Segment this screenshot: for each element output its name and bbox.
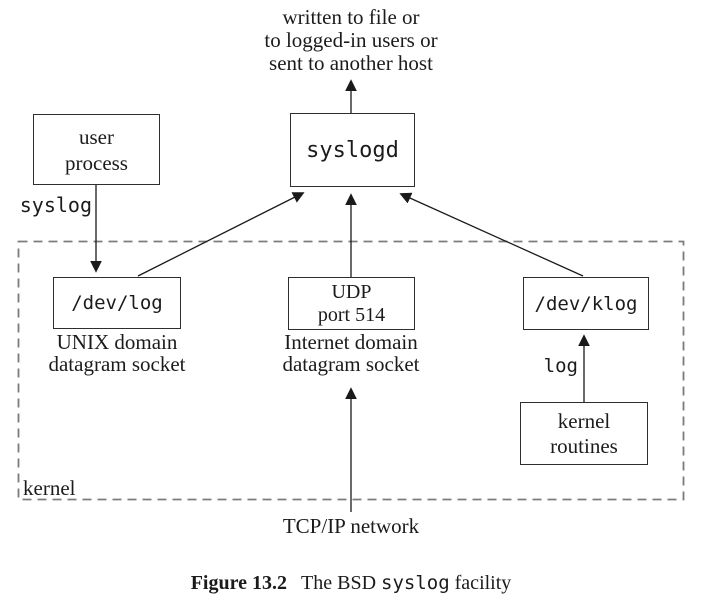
user-process-label-line2: process: [65, 150, 128, 175]
syslogd-label: syslogd: [306, 137, 399, 163]
unix-socket-line2: datagram socket: [48, 352, 186, 376]
dev-klog-label: /dev/klog: [534, 292, 638, 315]
arrow-devklog-to-syslogd: [399, 192, 584, 277]
figure-caption-text-before: The BSD: [301, 572, 377, 594]
kernel-region-label: kernel: [23, 476, 76, 500]
udp-label-line1: UDP: [331, 280, 372, 303]
inet-socket-line2: datagram socket: [282, 352, 420, 376]
figure-caption-code: syslog: [381, 572, 450, 594]
dev-log-box: /dev/log: [53, 277, 181, 329]
figure-caption: Figure 13.2 The BSD syslog facility: [191, 572, 512, 595]
output-destinations-note: written to file or to logged-in users or…: [264, 6, 437, 75]
arrow-devlog-to-syslogd: [137, 192, 305, 277]
udp-port-box: UDP port 514: [288, 277, 415, 330]
figure-caption-text-after: facility: [454, 572, 512, 594]
user-process-label-line1: user: [79, 124, 114, 149]
syslog-call-label: syslog: [19, 193, 92, 217]
log-call-label: log: [543, 355, 578, 377]
unix-socket-line1: UNIX domain: [56, 330, 178, 354]
syslogd-box: syslogd: [290, 113, 415, 187]
note-line-3: sent to another host: [269, 51, 433, 75]
kernel-routines-line2: routines: [550, 433, 618, 458]
inet-socket-sublabel: Internet domain datagram socket: [282, 331, 419, 375]
user-process-box: user process: [33, 114, 160, 185]
dev-log-label: /dev/log: [71, 292, 163, 314]
kernel-routines-box: kernel routines: [520, 402, 648, 465]
dev-klog-box: /dev/klog: [523, 277, 649, 330]
udp-label-line2: port 514: [317, 303, 386, 326]
inet-socket-line1: Internet domain: [284, 330, 418, 354]
figure-caption-number: Figure 13.2: [190, 572, 288, 594]
unix-socket-sublabel: UNIX domain datagram socket: [48, 331, 185, 375]
kernel-routines-line1: kernel: [557, 408, 611, 433]
note-line-2: to logged-in users or: [264, 28, 438, 52]
network-label: TCP/IP network: [282, 514, 420, 538]
note-line-1: written to file or: [282, 5, 420, 29]
